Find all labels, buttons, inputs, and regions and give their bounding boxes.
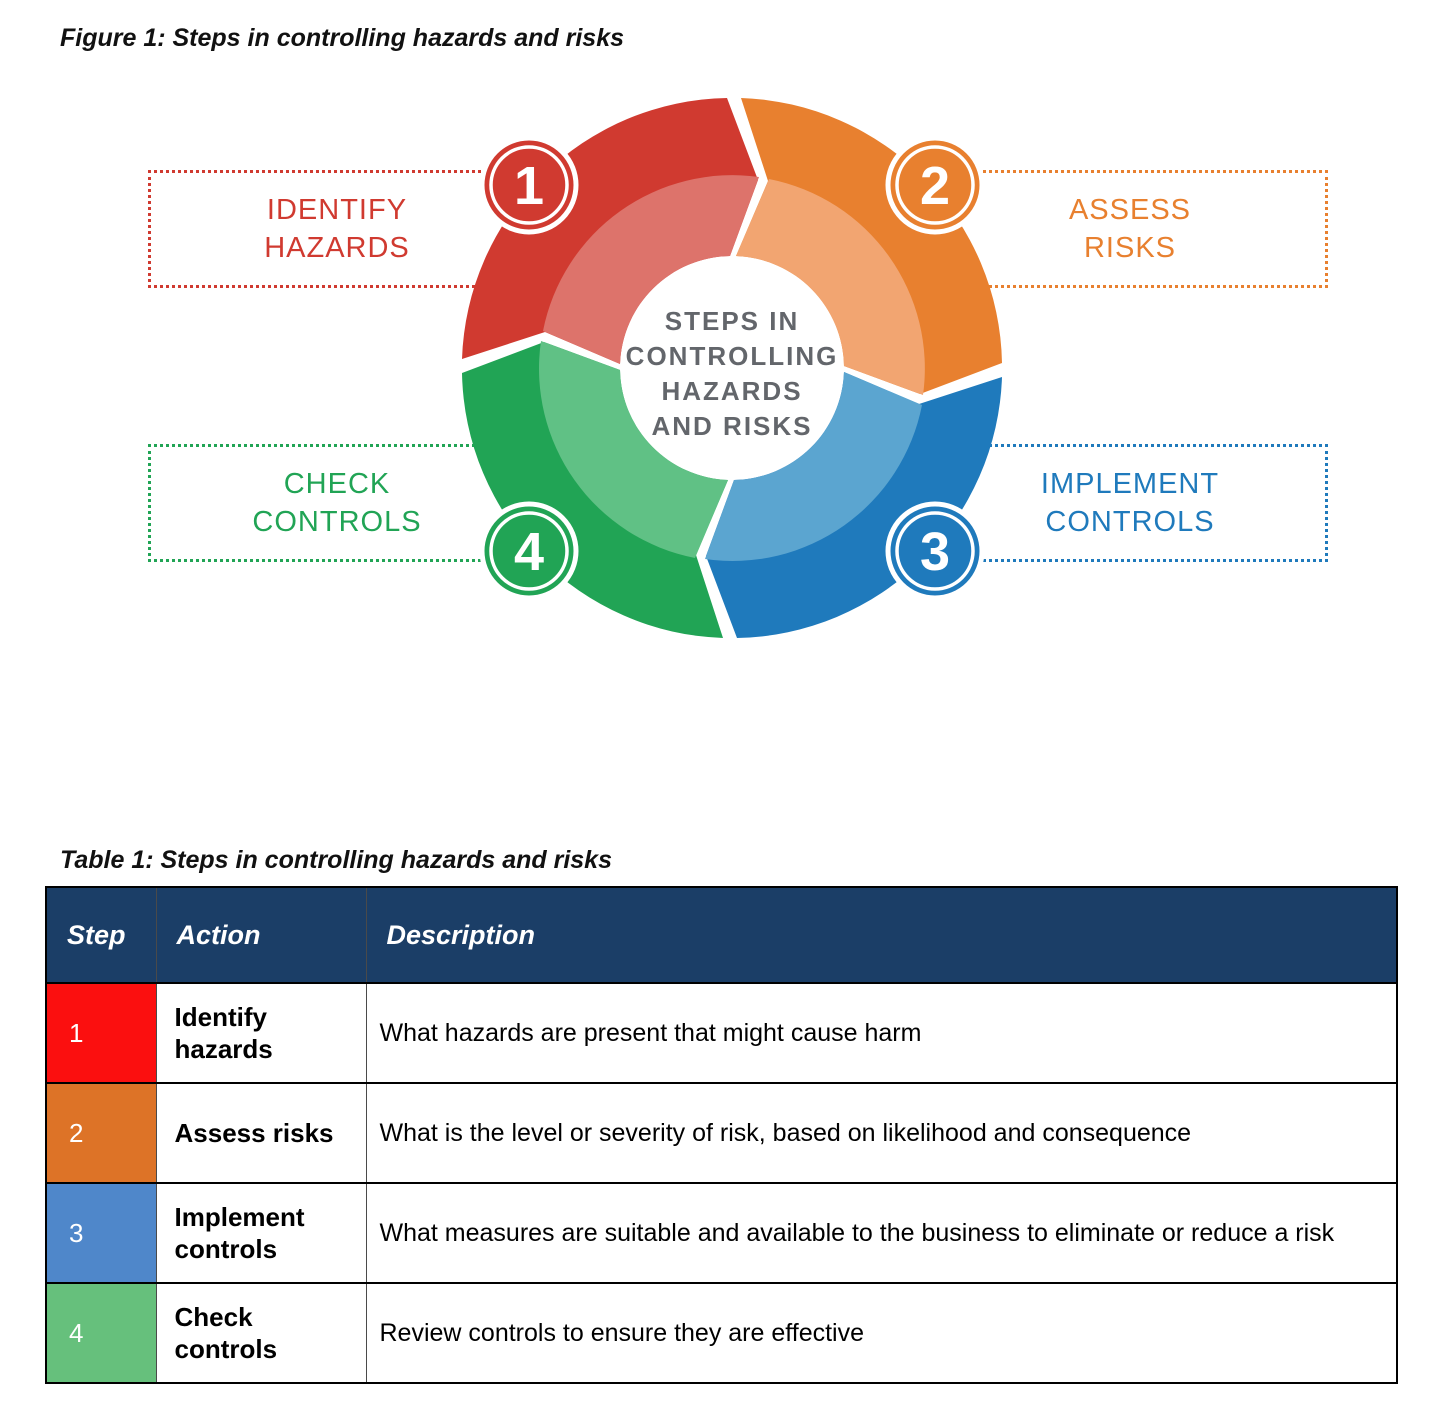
header-action: Action [155, 886, 367, 984]
table-row: 2 Assess risks What is the level or seve… [45, 1082, 1398, 1184]
svg-text:AND RISKS: AND RISKS [651, 411, 812, 441]
step-2-badge: 2 [885, 135, 985, 235]
svg-text:CONTROLLING: CONTROLLING [626, 341, 839, 371]
step-number-cell: 3 [45, 1182, 157, 1284]
hazard-cycle-diagram: 1 2 3 4 STEPS IN CONTROLLING HAZARDS AND… [462, 98, 1002, 638]
segment-4-light-arc [539, 341, 728, 558]
svg-text:HAZARDS: HAZARDS [661, 376, 802, 406]
steps-table: Step Action Description 1 Identify hazar… [45, 886, 1398, 1384]
diagram-center-title: STEPS IN CONTROLLING HAZARDS AND RISKS [626, 306, 839, 441]
table-row: 4 Check controls Review controls to ensu… [45, 1282, 1398, 1384]
table-row: 1 Identify hazards What hazards are pres… [45, 982, 1398, 1084]
description-cell: Review controls to ensure they are effec… [365, 1282, 1398, 1384]
header-description: Description [365, 886, 1398, 984]
description-cell: What is the level or severity of risk, b… [365, 1082, 1398, 1184]
step-1-number: 1 [514, 156, 544, 216]
action-cell: Implement controls [155, 1182, 367, 1284]
step-4-number: 4 [514, 522, 544, 582]
table-row: 3 Implement controls What measures are s… [45, 1182, 1398, 1284]
step-1-badge: 1 [479, 135, 579, 235]
step-2-number: 2 [920, 156, 950, 216]
segment-2-light-arc [736, 179, 925, 395]
header-step: Step [45, 886, 157, 984]
action-cell: Assess risks [155, 1082, 367, 1184]
callout-identify-hazards-label: IDENTIFY HAZARDS [264, 193, 410, 264]
table-caption: Table 1: Steps in controlling hazards an… [60, 846, 612, 874]
segment-check-controls [462, 341, 728, 638]
segment-3-light-arc [705, 372, 922, 561]
segment-implement-controls [705, 372, 1002, 638]
callout-check-controls: CHECK CONTROLS [148, 444, 523, 562]
svg-text:STEPS IN: STEPS IN [665, 306, 799, 336]
action-cell: Identify hazards [155, 982, 367, 1084]
step-3-badge: 3 [885, 501, 985, 601]
description-cell: What measures are suitable and available… [365, 1182, 1398, 1284]
step-4-badge: 4 [479, 501, 579, 601]
step-number-cell: 4 [45, 1282, 157, 1384]
action-cell: Check controls [155, 1282, 367, 1384]
figure-caption: Figure 1: Steps in controlling hazards a… [60, 24, 625, 52]
callout-implement-controls-label: IMPLEMENT CONTROLS [1040, 467, 1220, 538]
callout-assess-risks: ASSESS RISKS [935, 170, 1328, 288]
description-cell: What hazards are present that might caus… [365, 982, 1398, 1084]
segment-identify-hazards [462, 98, 759, 364]
segment-assess-risks [736, 98, 1002, 395]
step-number-cell: 2 [45, 1082, 157, 1184]
step-number-cell: 1 [45, 982, 157, 1084]
table-header-row: Step Action Description [45, 886, 1398, 984]
callout-implement-controls: IMPLEMENT CONTROLS [935, 444, 1328, 562]
callout-identify-hazards: IDENTIFY HAZARDS [148, 170, 523, 288]
callout-assess-risks-label: ASSESS RISKS [1068, 193, 1192, 264]
callout-check-controls-label: CHECK CONTROLS [252, 467, 422, 538]
segment-1-light-arc [543, 175, 759, 364]
step-3-number: 3 [920, 522, 950, 582]
